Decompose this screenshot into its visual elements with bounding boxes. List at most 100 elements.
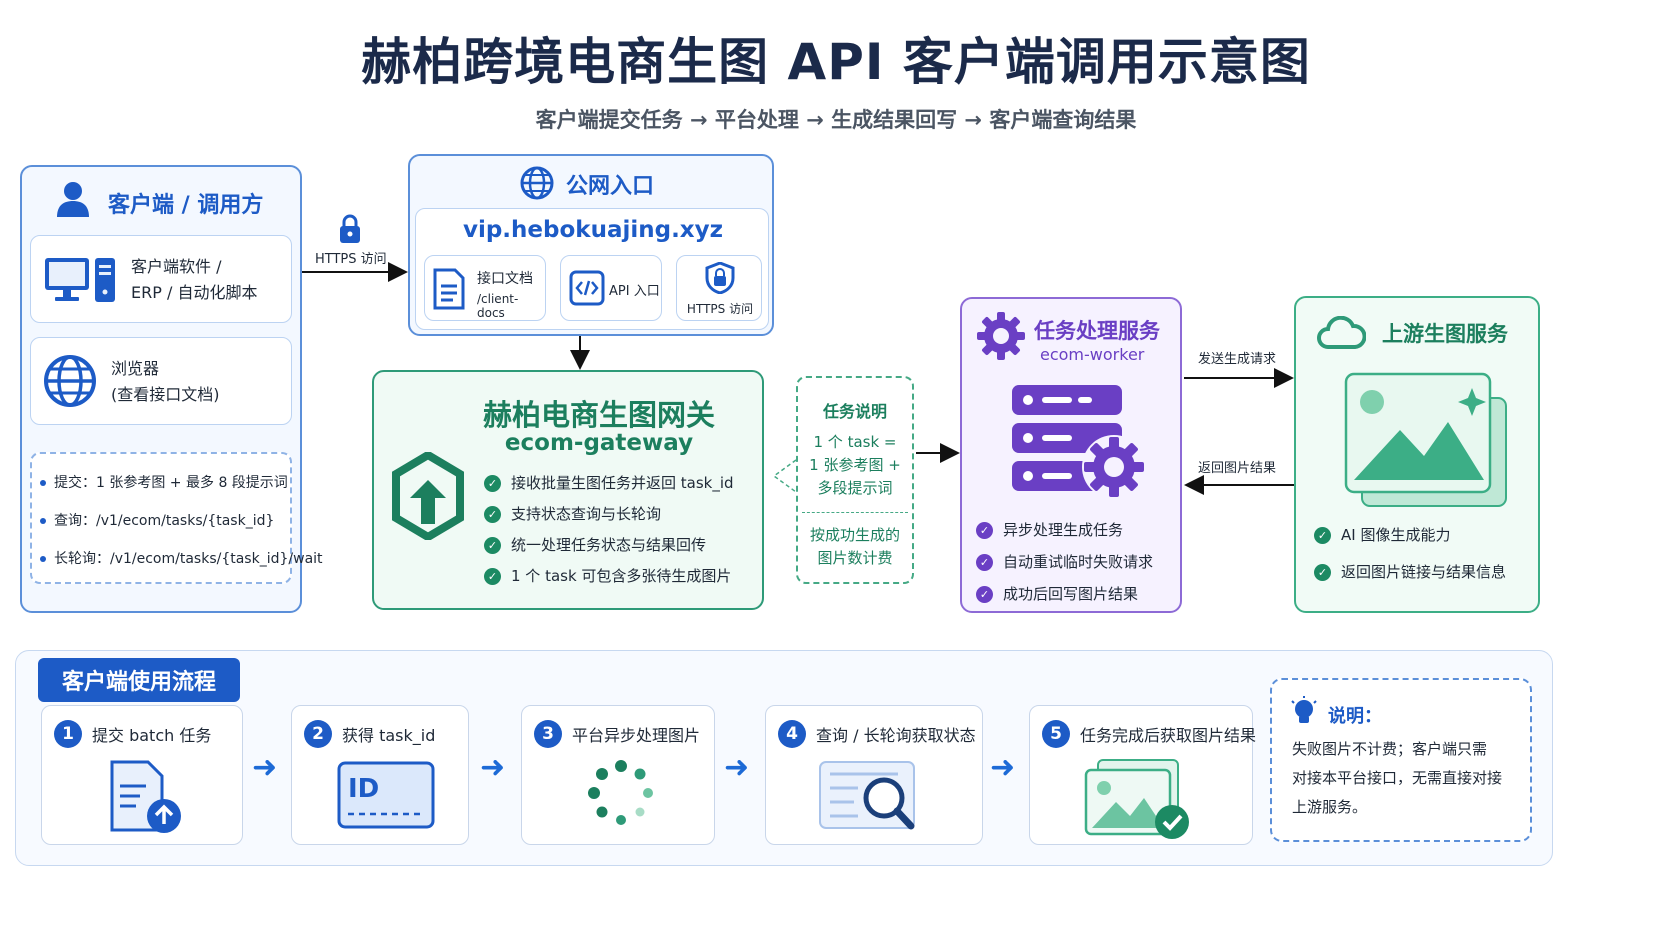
task-note-title: 任务说明 [822,402,887,421]
client-panel: 客户端 / 调用方 客户端软件 / ERP / 自动化脚本 浏览器 (查看接口文… [20,165,323,613]
client-software-line1: 客户端软件 / [131,257,222,276]
client-software-line2: ERP / 自动化脚本 [131,283,258,302]
check-icon: ✓ [484,537,501,554]
docs-entry[interactable]: 接口文档 /client-docs [424,255,546,321]
generated-image-icon [1344,372,1507,507]
lock-icon [340,214,360,243]
upstream-feature: ✓返回图片链接与结果信息 [1314,561,1506,582]
step-number: 4 [778,720,806,748]
page-title: 赫柏跨境电商生图 API 客户端调用示意图 [361,33,1311,91]
check-icon: ✓ [976,554,993,571]
check-icon: ✓ [484,568,501,585]
flow-tag: 客户端使用流程 [38,658,241,702]
worker-feature: ✓成功后回写图片结果 [976,583,1138,604]
check-icon: ✓ [1314,527,1331,544]
browser-card: 浏览器 (查看接口文档) [30,337,292,425]
check-icon: ✓ [1314,564,1331,581]
client-title: 客户端 / 调用方 [108,193,264,218]
docs-path: /client-docs [477,292,519,320]
bullet-submit: 提交：1 张参考图 + 最多 8 段提示词 [40,472,288,492]
step-label: 查询 / 长轮询获取状态 [816,726,976,745]
shield-lock-icon [705,262,735,294]
task-note-line1: 1 个 task = [813,433,897,451]
client-software-card: 客户端软件 / ERP / 自动化脚本 [30,235,292,323]
page-subtitle: 客户端提交任务 → 平台处理 → 生成结果回写 → 客户端查询结果 [535,108,1137,132]
worker-title: 任务处理服务 [1034,319,1160,343]
task-note-line3: 多段提示词 [817,479,893,497]
gateway-feature: ✓接收批量生图任务并返回 task_id [484,472,734,493]
id-text: ID [348,774,380,804]
globe-icon [520,166,554,200]
magnifier-icon [819,761,915,830]
return-result-label: 返回图片结果 [1198,461,1277,476]
server-icon [1012,385,1146,499]
lightbulb-icon [1291,696,1317,723]
upstream-feature: ✓AI 图像生成能力 [1314,524,1450,545]
id-card-icon [337,761,435,829]
check-icon: ✓ [976,586,993,603]
public-entry-title: 公网入口 [566,174,655,199]
gateway-feature: ✓统一处理任务状态与结果回传 [484,534,706,555]
domain-card: vip.hebokuajing.xyz 接口文档 /client-docs AP… [415,208,769,330]
step-label: 获得 task_id [342,726,436,745]
task-note: 任务说明 1 个 task = 1 张参考图 + 多段提示词 按成功生成的 图片… [796,376,914,584]
upstream-title: 上游生图服务 [1382,322,1508,346]
step-label: 提交 batch 任务 [92,726,212,745]
explain-line3: 上游服务。 [1292,798,1368,816]
explain-line1: 失败图片不计费；客户端只需 [1292,740,1488,758]
gateway-feature: ✓支持状态查询与长轮询 [484,503,661,524]
flow-step-2: 2 获得 task_id ID [291,705,469,845]
client-api-list: 提交：1 张参考图 + 最多 8 段提示词 查询：/v1/ecom/tasks/… [30,452,323,584]
loading-spinner-icon [588,760,653,825]
gateway-logo-icon [392,452,464,540]
document-icon [433,268,465,310]
check-icon: ✓ [484,506,501,523]
step-number: 1 [54,720,82,748]
flow-arrow-icon: ➜ [252,750,278,785]
flow-arrow-icon: ➜ [724,750,750,785]
document-upload-icon [110,760,181,833]
step-label: 任务完成后获取图片结果 [1080,726,1257,745]
explain-line2: 对接本平台接口，无需直接对接 [1292,769,1503,787]
step-label: 平台异步处理图片 [572,726,701,745]
bullet-query: 查询：/v1/ecom/tasks/{task_id} [40,510,274,530]
browser-line2: (查看接口文档) [111,385,220,404]
gateway-feature: ✓1 个 task 可包含多张待生成图片 [484,565,731,586]
flow-arrow-icon: ➜ [480,750,506,785]
image-check-icon [1084,759,1189,839]
cloud-icon [1317,316,1366,349]
user-icon [57,182,89,217]
flow-step-5: 5 任务完成后获取图片结果 [1029,705,1257,845]
worker-feature: ✓自动重试临时失败请求 [976,551,1153,572]
gateway-panel: 赫柏电商生图网关 ecom-gateway ✓接收批量生图任务并返回 task_… [372,370,764,610]
https-entry: HTTPS 访问 [676,255,762,321]
browser-line1: 浏览器 [111,359,160,378]
send-request-label: 发送生成请求 [1198,352,1277,367]
worker-subtitle: ecom-worker [1040,345,1145,364]
explain-title: 说明： [1328,706,1382,727]
bullet-longpoll: 长轮询：/v1/ecom/tasks/{task_id}/wait [40,548,323,568]
gear-icon [977,312,1025,360]
desktop-icon [45,258,115,302]
step-number: 2 [304,720,332,748]
worker-panel: 任务处理服务 ecom-worker ✓异步处理生成任务 ✓自动重试临时失败请求… [960,297,1182,613]
upstream-panel: 上游生图服务 ✓AI 图像生成能力 ✓返回图片链接与结果信息 [1294,296,1540,613]
worker-feature: ✓异步处理生成任务 [976,519,1123,540]
step-number: 5 [1042,720,1070,748]
domain-text[interactable]: vip.hebokuajing.xyz [462,217,724,243]
gateway-subtitle: ecom-gateway [504,430,694,456]
explain-box: 说明： 失败图片不计费；客户端只需 对接本平台接口，无需直接对接 上游服务。 [1270,678,1532,842]
globe-icon [44,355,96,407]
docs-label: 接口文档 [477,271,533,287]
flow-step-1: 1 提交 batch 任务 [41,705,243,845]
note-bracket [772,459,797,493]
task-note-divider [802,512,908,513]
api-label: API 入口 [609,284,660,299]
code-icon [569,270,605,306]
check-icon: ✓ [976,522,993,539]
billing-line2: 图片数计费 [817,549,893,567]
api-entry[interactable]: API 入口 [560,255,662,321]
flow-arrow-icon: ➜ [990,750,1016,785]
